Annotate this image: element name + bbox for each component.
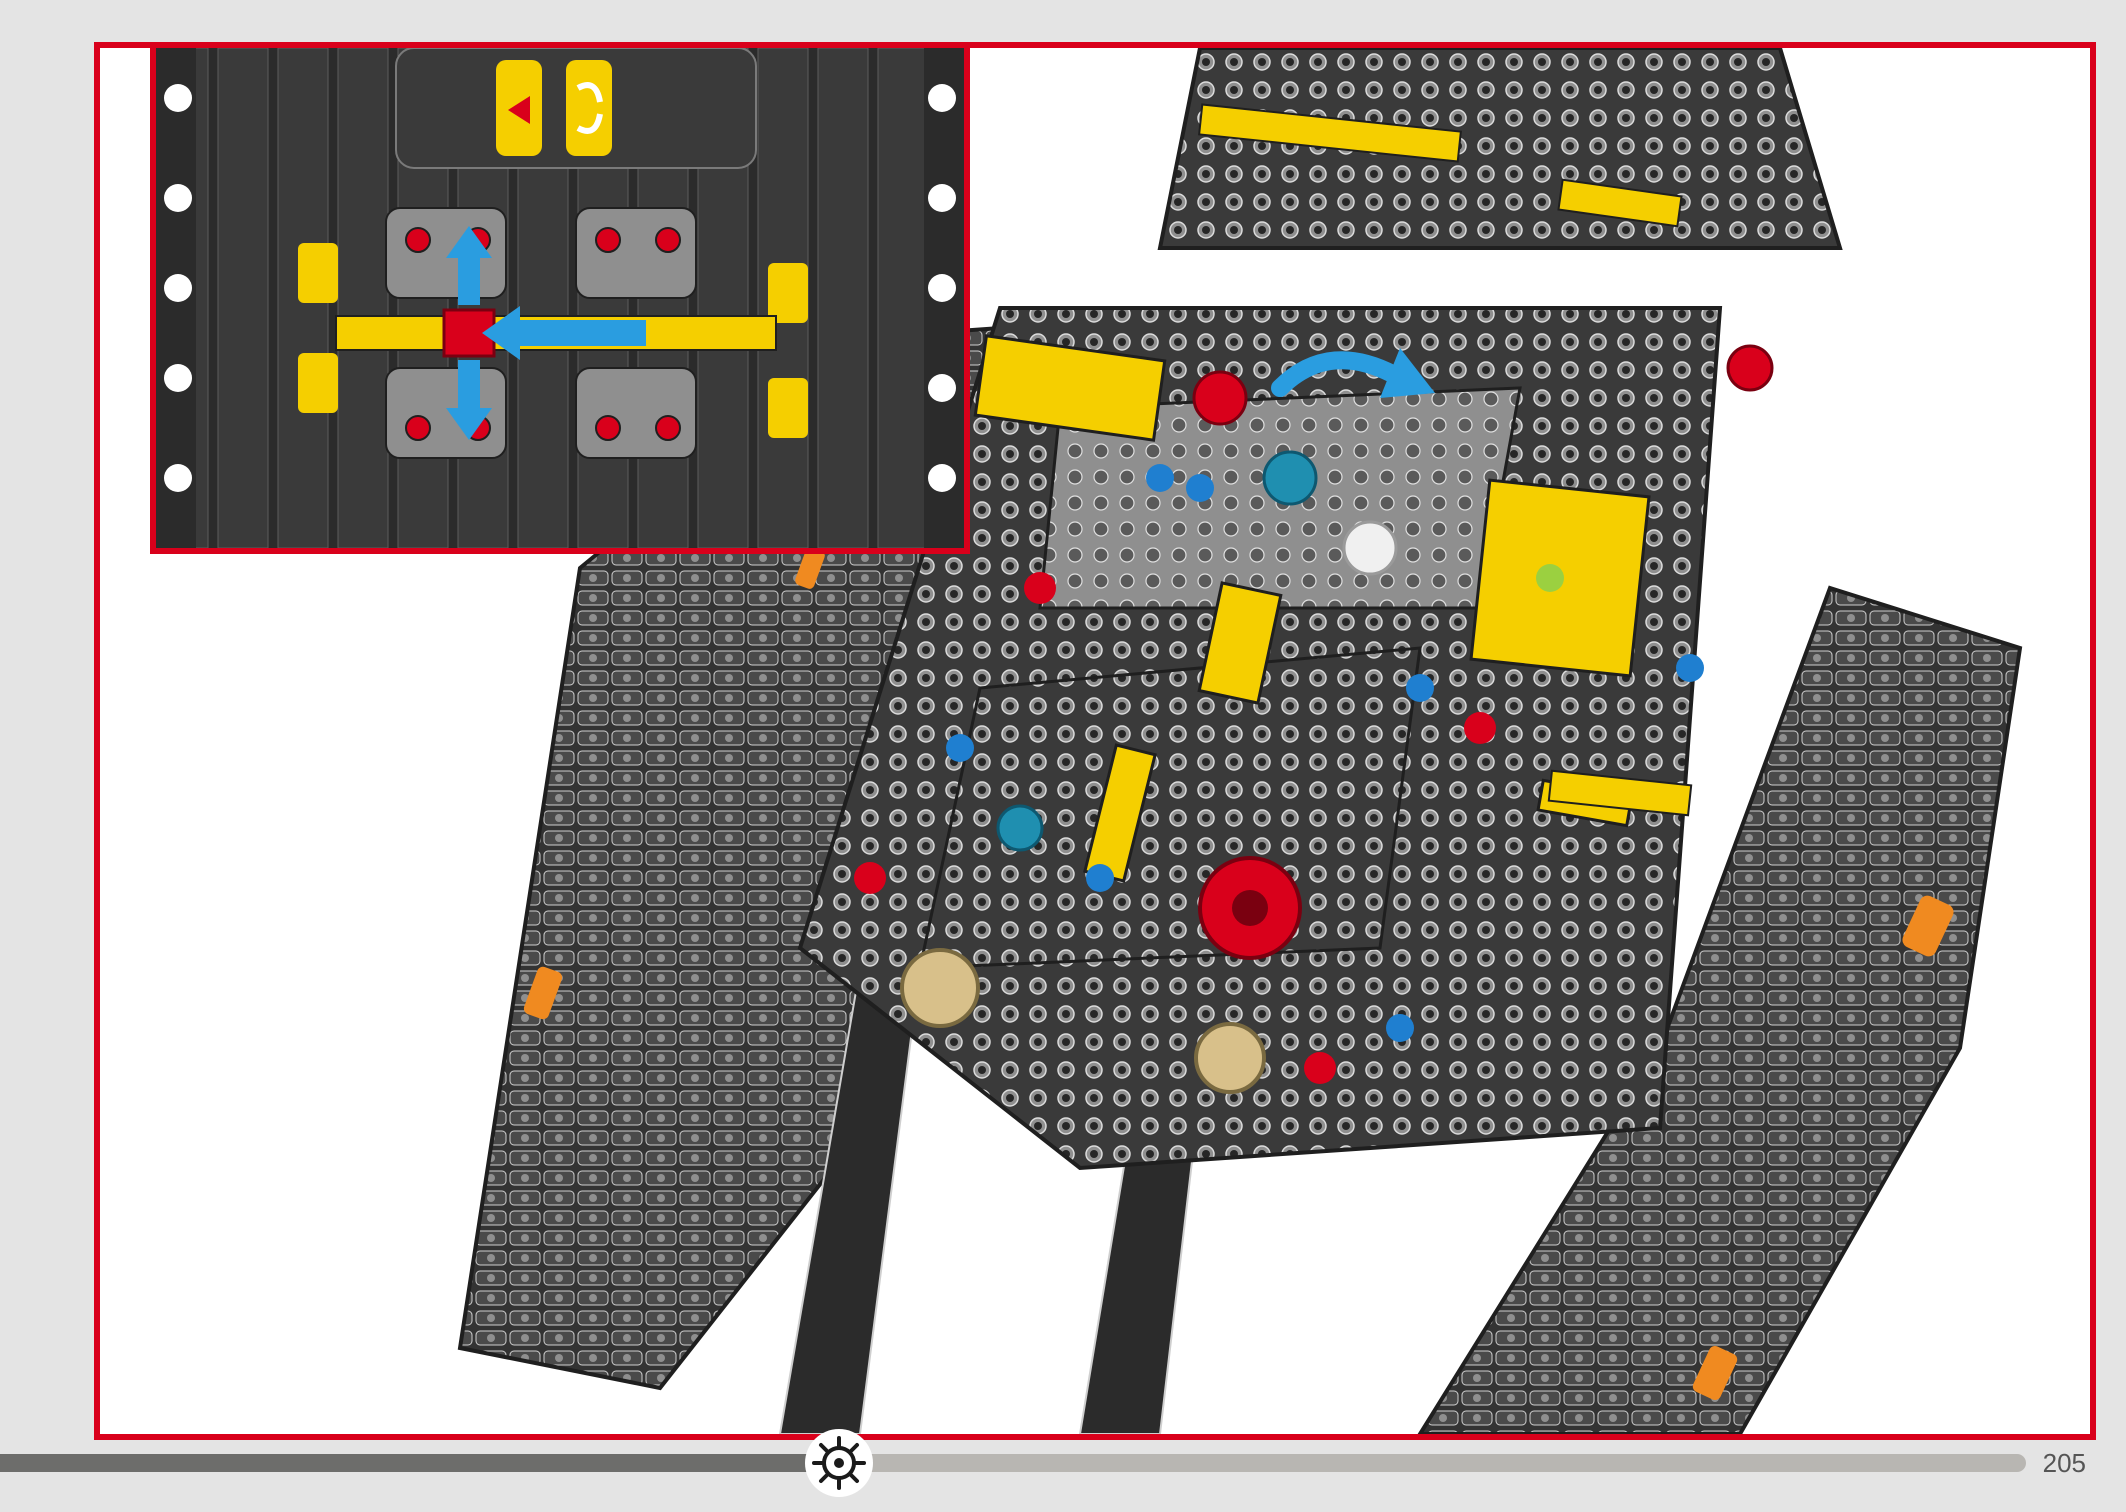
page-number: 205 xyxy=(2042,1448,2086,1478)
progress-bar xyxy=(0,1429,2026,1497)
red-connector xyxy=(442,308,496,358)
sticker-icon xyxy=(768,378,808,438)
detail-inset xyxy=(150,42,970,554)
inset-illustration xyxy=(156,48,964,548)
sticker-icon xyxy=(298,353,338,413)
progress-fill xyxy=(0,1454,839,1472)
rotation-arrow-icon xyxy=(1271,348,1435,398)
sticker-icon xyxy=(298,243,338,303)
gear-icon xyxy=(804,1428,874,1498)
build-step-frame xyxy=(94,42,2096,1440)
sticker-icon xyxy=(768,263,808,323)
model-illustration xyxy=(457,48,2023,1434)
axle-yellow xyxy=(1547,769,1693,817)
sticker-icon xyxy=(566,60,612,156)
arrow-icon xyxy=(446,226,646,440)
beam-holes xyxy=(164,84,956,492)
rear-panel xyxy=(1157,48,1843,250)
chassis xyxy=(797,124,1774,1171)
